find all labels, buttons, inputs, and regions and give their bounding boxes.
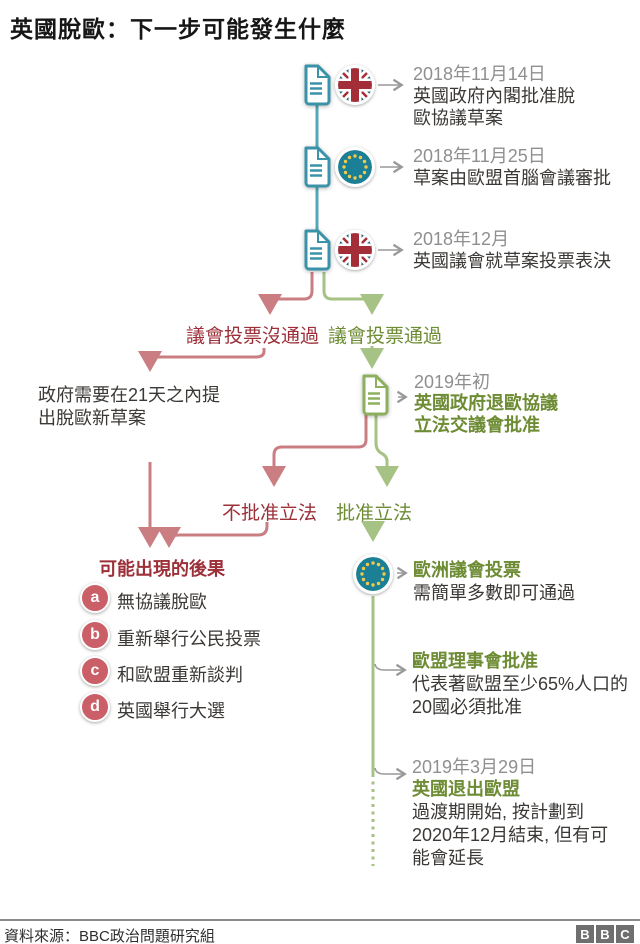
badge-letter: c (90, 662, 100, 679)
consequence-item: 重新舉行公民投票 (117, 629, 261, 649)
eu-council-arrow (374, 663, 407, 677)
consequence-item: 和歐盟重新談判 (117, 665, 243, 685)
consequence-badge-d: d (80, 692, 110, 722)
approval-label: 批准立法 (336, 503, 413, 524)
document-icon (299, 146, 333, 188)
step2-text: 草案由歐盟首腦會議審批 (413, 168, 611, 188)
document-icon (299, 229, 333, 271)
branch2-pass-line (374, 414, 399, 487)
consequence-badge-a: a (80, 583, 110, 613)
bbc-logo-letter: B (596, 925, 614, 943)
document-icon-green (357, 374, 391, 416)
no-approval-label: 不批准立法 (222, 503, 318, 524)
step1-date: 2018年11月14日 (413, 64, 546, 84)
branch2-fail-line (262, 414, 368, 487)
exit-arrow (374, 767, 407, 781)
source-text: 資料來源：BBC政治問題研究組 (4, 928, 215, 944)
document-icon (299, 64, 333, 106)
branch1-fail-line (258, 272, 314, 315)
exit-date: 2019年3月29日 (412, 757, 537, 777)
uk-flag-icon (335, 230, 375, 270)
eu-council-text: 代表著歐盟至少65%人口的 20國必須批准 (412, 674, 629, 717)
footer-divider (0, 919, 640, 921)
uk-flag-icon (335, 65, 375, 105)
noapproval-to-consequences-line (157, 522, 269, 548)
step3-date: 2018年12月 (413, 229, 510, 249)
vote-pass-label: 議會投票通過 (328, 326, 443, 347)
consequence-item: 無協議脫歐 (117, 592, 207, 612)
bbc-logo-letter: B (576, 925, 594, 943)
step3-text: 英國議會就草案投票表決 (413, 251, 611, 271)
badge-letter: a (90, 589, 100, 606)
badge-letter: b (90, 626, 100, 643)
fail-outcome-text: 政府需要在21天之內提 出脫歐新草案 (38, 385, 221, 428)
exit-text: 過渡期開始, 按計劃到 2020年12月結束, 但有可 能會延長 (412, 802, 609, 868)
eu-flag-icon (335, 147, 375, 187)
consequence-badge-b: b (80, 620, 110, 650)
vote-fail-label: 議會投票沒通過 (186, 326, 320, 347)
eu-parliament-heading: 歐洲議會投票 (413, 560, 521, 580)
pass-step-date: 2019年初 (414, 372, 491, 392)
page-title: 英國脫歐：下一步可能發生什麼 (10, 16, 346, 42)
step2-date: 2018年11月25日 (413, 146, 546, 166)
fail-to-outcome-line (138, 348, 266, 372)
consequence-item: 英國舉行大選 (117, 701, 225, 721)
eu-flag-icon (353, 554, 393, 594)
branch1-pass-line (322, 272, 384, 315)
bbc-logo: B B C (576, 925, 634, 943)
pass-step-heading: 英國政府退歐協議 立法交議會批准 (414, 393, 558, 435)
consequences-heading: 可能出現的後果 (99, 559, 225, 579)
consequence-badge-c: c (80, 656, 110, 686)
eu-council-heading: 歐盟理事會批准 (412, 651, 538, 671)
exit-heading: 英國退出歐盟 (412, 779, 520, 799)
eu-parliament-text: 需簡單多數即可通過 (413, 583, 575, 603)
bbc-logo-letter: C (616, 925, 634, 943)
step1-text: 英國政府內閣批准脫 歐協議草案 (413, 86, 575, 128)
badge-letter: d (90, 698, 100, 715)
